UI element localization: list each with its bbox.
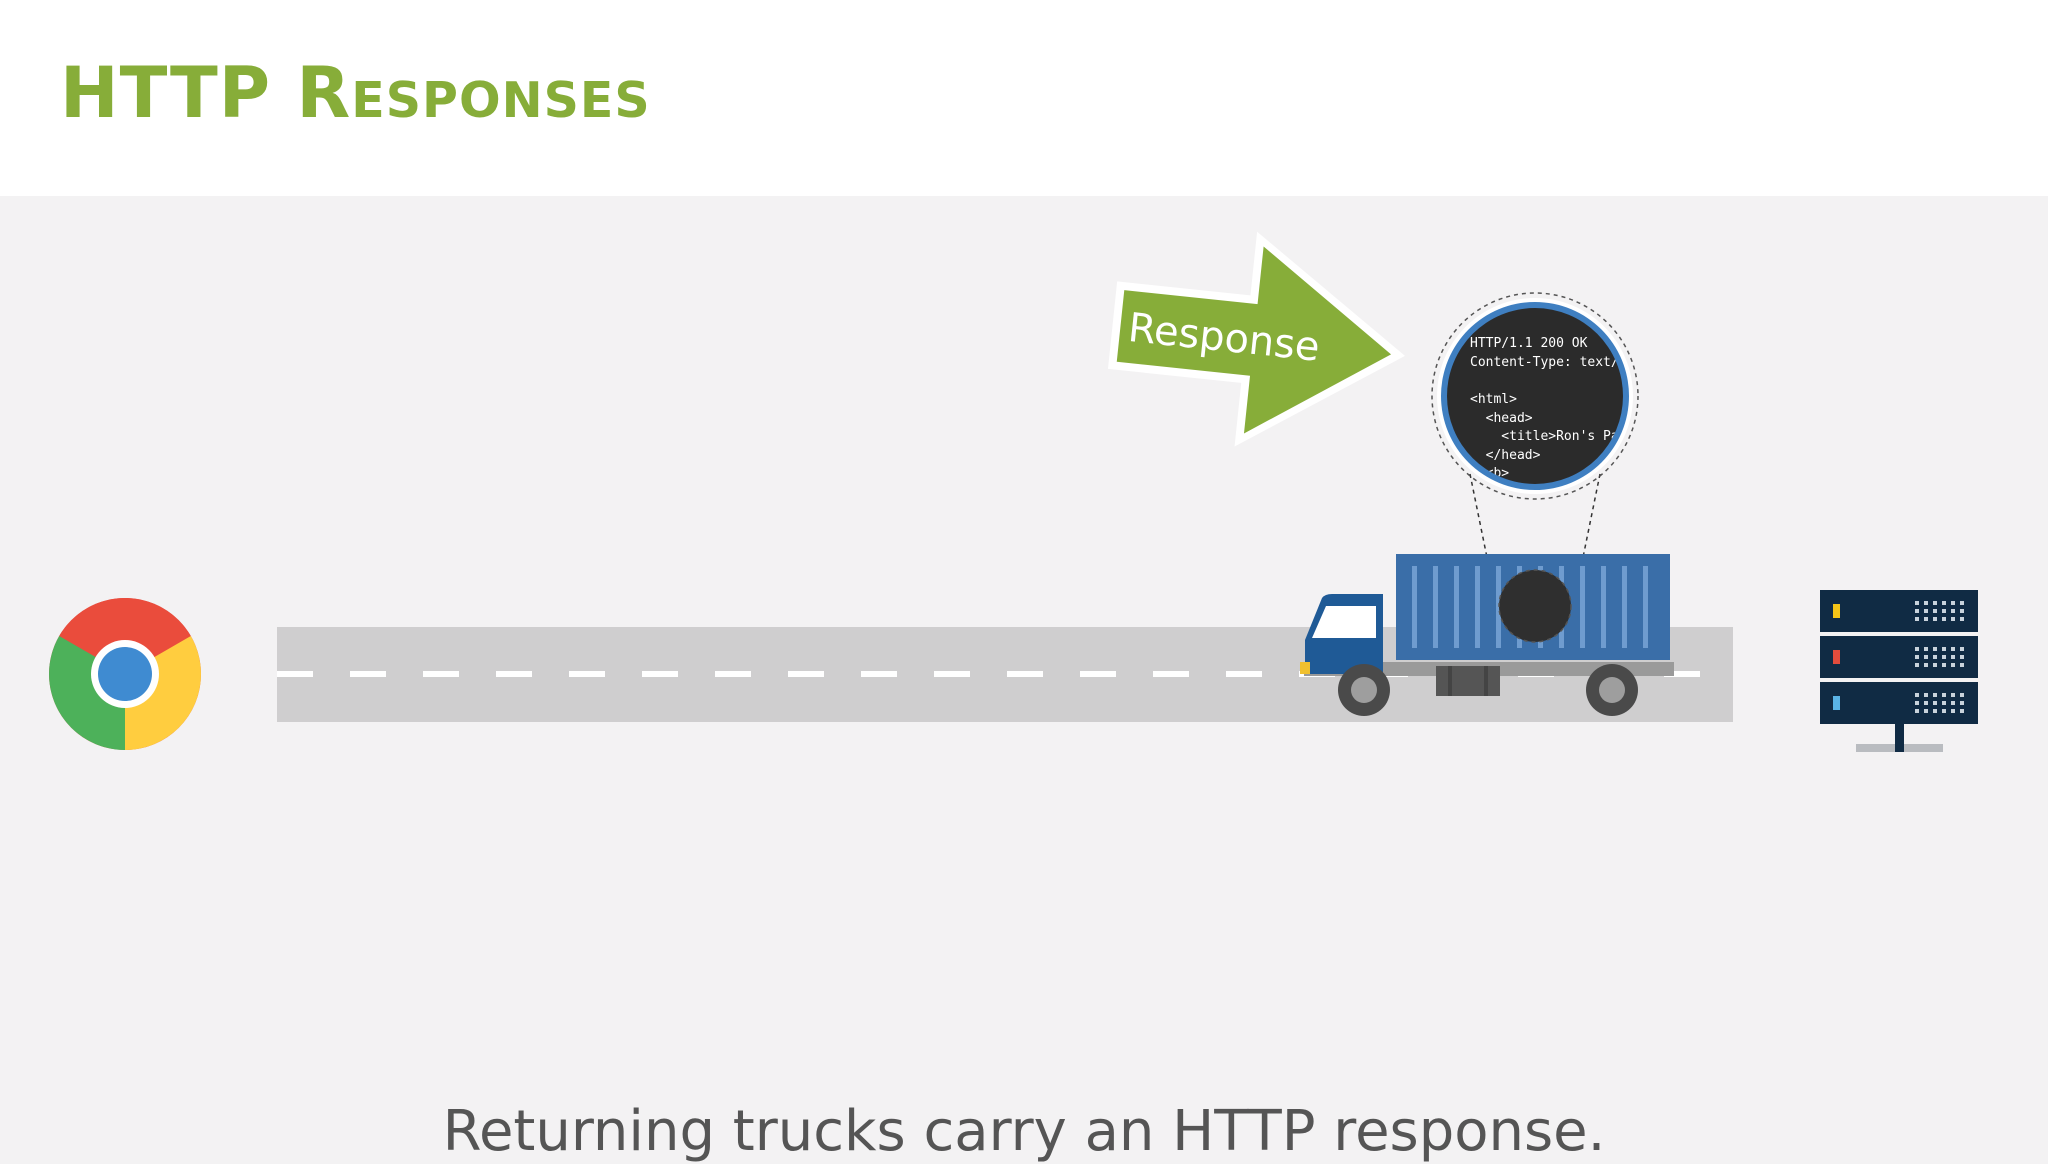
- server-rack-icon: [1820, 590, 1978, 752]
- response-arrow: Response: [1107, 231, 1405, 447]
- code-line-7: </head>: [1470, 448, 1541, 463]
- chrome-browser-icon: [49, 598, 201, 750]
- code-line-1: HTTP/1.1 200 OK: [1470, 336, 1588, 351]
- code-line-6: <title>Ron's Pa: [1470, 429, 1619, 444]
- code-line-2: Content-Type: text/: [1470, 355, 1619, 370]
- slide-title: HTTP Responses: [60, 52, 651, 134]
- diagram-stage: Response HTTP/1.1 200 OK Content-Type: t…: [0, 196, 2048, 1160]
- code-bubble: HTTP/1.1 200 OK Content-Type: text/ <htm…: [1431, 292, 1639, 500]
- slide-header: HTTP Responses: [0, 0, 2048, 196]
- code-line-4: <html>: [1470, 392, 1517, 407]
- data-package-icon: [1498, 569, 1572, 643]
- delivery-truck-icon: [1300, 554, 1674, 716]
- slide-caption: Returning trucks carry an HTTP response.: [442, 1099, 1606, 1164]
- code-line-5: <head>: [1470, 411, 1533, 426]
- diagram-canvas: Response HTTP/1.1 200 OK Content-Type: t…: [49, 231, 1978, 752]
